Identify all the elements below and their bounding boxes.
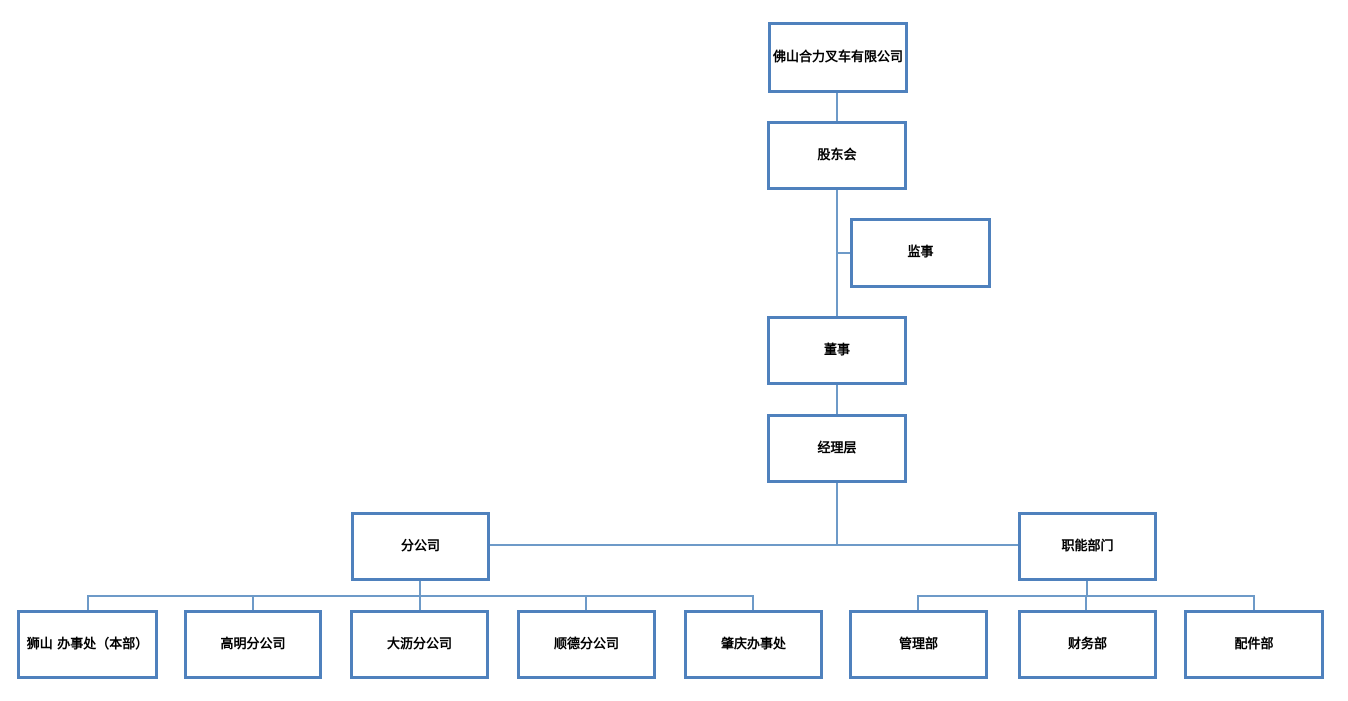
node-finance-dept: 财务部 bbox=[1018, 610, 1157, 679]
connector-supervisor-stub bbox=[836, 252, 852, 254]
node-company-label: 佛山合力叉车有限公司 bbox=[773, 49, 904, 65]
connector-stub-management-dept bbox=[917, 595, 919, 611]
node-branch-group: 分公司 bbox=[351, 512, 490, 581]
node-shishan-office: 狮山 办事处（本部） bbox=[17, 610, 158, 679]
connector-company-shareholders bbox=[836, 92, 838, 122]
connector-branch-functional-bridge bbox=[489, 544, 1019, 546]
node-shunde-branch: 顺德分公司 bbox=[517, 610, 656, 679]
node-management: 经理层 bbox=[767, 414, 907, 483]
node-company: 佛山合力叉车有限公司 bbox=[768, 22, 908, 93]
connector-director-management bbox=[836, 384, 838, 415]
node-director: 董事 bbox=[767, 316, 907, 385]
connector-management-drop bbox=[836, 482, 838, 545]
node-shishan-office-label: 狮山 办事处（本部） bbox=[26, 636, 149, 652]
node-zhaoqing-office: 肇庆办事处 bbox=[684, 610, 823, 679]
connector-stub-dali bbox=[419, 595, 421, 611]
node-parts-dept-label: 配件部 bbox=[1234, 636, 1274, 652]
node-shunde-branch-label: 顺德分公司 bbox=[553, 636, 619, 652]
node-shareholders-label: 股东会 bbox=[817, 147, 857, 163]
node-zhaoqing-office-label: 肇庆办事处 bbox=[720, 636, 786, 652]
node-management-dept-label: 管理部 bbox=[898, 636, 938, 652]
node-supervisor: 监事 bbox=[850, 218, 991, 288]
connector-stub-finance-dept bbox=[1085, 595, 1087, 611]
connector-stub-gaoming bbox=[252, 595, 254, 611]
node-functional-group: 职能部门 bbox=[1018, 512, 1157, 581]
node-shareholders: 股东会 bbox=[767, 121, 907, 190]
node-parts-dept: 配件部 bbox=[1184, 610, 1324, 679]
node-dali-branch: 大沥分公司 bbox=[350, 610, 489, 679]
connector-stub-zhaoqing bbox=[752, 595, 754, 611]
connector-stub-shunde bbox=[585, 595, 587, 611]
node-gaoming-branch: 高明分公司 bbox=[184, 610, 322, 679]
node-functional-group-label: 职能部门 bbox=[1061, 538, 1114, 554]
connector-stub-shishan bbox=[87, 595, 89, 611]
node-management-label: 经理层 bbox=[817, 440, 857, 456]
connector-functional-drop bbox=[1086, 580, 1088, 597]
node-dali-branch-label: 大沥分公司 bbox=[386, 636, 452, 652]
node-supervisor-label: 监事 bbox=[907, 245, 934, 261]
node-branch-group-label: 分公司 bbox=[400, 538, 440, 554]
node-director-label: 董事 bbox=[823, 342, 850, 358]
connector-stub-parts-dept bbox=[1253, 595, 1255, 611]
node-management-dept: 管理部 bbox=[849, 610, 988, 679]
node-gaoming-branch-label: 高明分公司 bbox=[220, 636, 286, 652]
node-finance-dept-label: 财务部 bbox=[1067, 636, 1107, 652]
connector-branch-drop bbox=[419, 580, 421, 597]
